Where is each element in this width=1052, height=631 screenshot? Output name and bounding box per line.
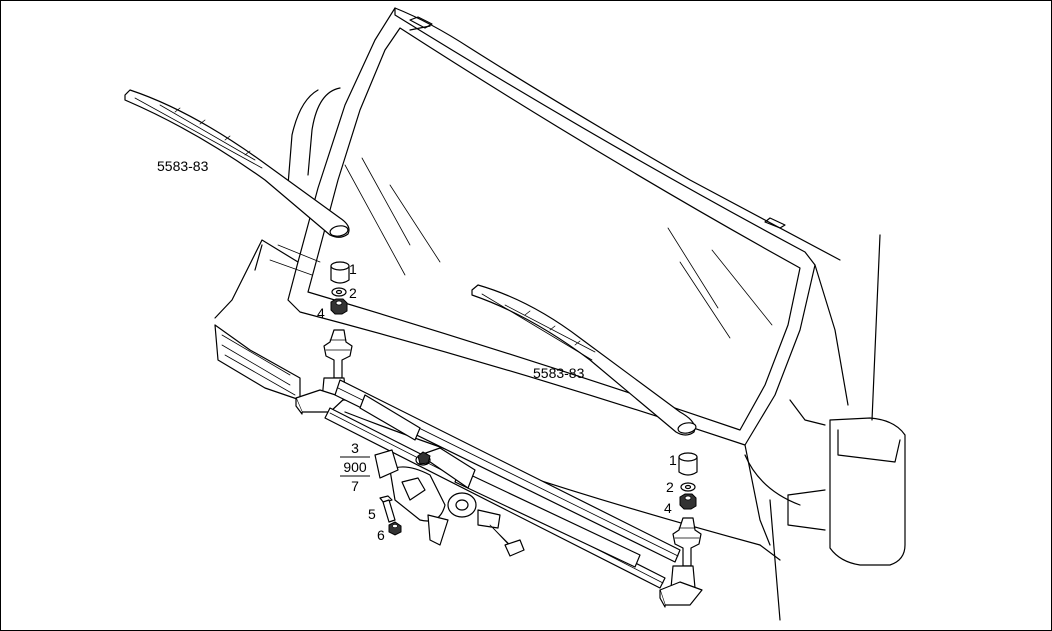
cab-outline [214, 7, 906, 621]
label-left-2: 2 [349, 285, 357, 301]
wiper-linkage-frame [295, 329, 703, 608]
label-right-2: 2 [666, 479, 674, 495]
left-wiper-blade [124, 89, 350, 238]
label-left-4: 4 [317, 305, 325, 321]
bolt-and-nut [379, 495, 402, 536]
label-fraction-middle: 900 [343, 459, 367, 475]
label-left-1: 1 [349, 261, 357, 277]
label-fraction-bottom: 7 [351, 478, 359, 494]
part-labels: 5583-83 5583-83 1 2 4 1 2 4 3 900 7 5 6 [157, 158, 677, 543]
label-fraction-top: 3 [351, 440, 359, 456]
label-blade-left: 5583-83 [157, 158, 209, 174]
right-wiper-blade [471, 284, 697, 436]
left-fasteners [330, 261, 350, 315]
label-nut: 6 [377, 527, 385, 543]
label-right-4: 4 [664, 500, 672, 516]
right-fasteners [678, 452, 698, 510]
label-blade-right: 5583-83 [533, 365, 585, 381]
label-bolt: 5 [368, 506, 376, 522]
label-right-1: 1 [669, 452, 677, 468]
